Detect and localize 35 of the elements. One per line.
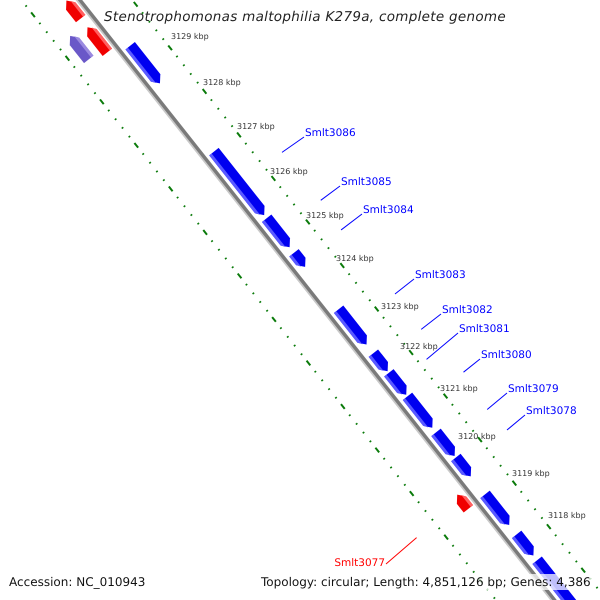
position-label: 3129 kbp	[171, 31, 209, 42]
leader-line	[506, 414, 526, 430]
leader-line	[394, 278, 414, 294]
position-label: 3121 kbp	[440, 383, 478, 394]
position-label: 3124 kbp	[336, 253, 374, 264]
gene-label: Smlt3083	[415, 269, 466, 281]
position-label: 3120 kbp	[458, 431, 496, 442]
position-label: 3127 kbp	[237, 121, 275, 132]
position-label: 3119 kbp	[512, 468, 550, 479]
gene-label: Smlt3081	[459, 323, 510, 335]
gene-label: Smlt3078	[526, 405, 577, 417]
gene-label: Smlt3080	[481, 349, 532, 361]
position-label: 3128 kbp	[203, 77, 241, 88]
position-label: 3125 kbp	[306, 210, 344, 221]
leader-line	[486, 392, 508, 410]
gene-label: Smlt3079	[508, 383, 559, 395]
position-label: 3122 kbp	[400, 341, 438, 352]
diagram-title: Stenotrophomonas maltophilia K279a, complete genome	[104, 9, 506, 25]
leader-line	[320, 186, 340, 201]
gene-label: Smlt3082	[442, 304, 493, 316]
leader-line	[282, 136, 304, 153]
footer-text: Accession: NC_010943	[9, 574, 146, 590]
leader-line	[340, 214, 362, 230]
leader-line	[420, 314, 442, 330]
footer-text: Topology: circular; Length: 4,851,126 bp; Genes: 4,386	[261, 574, 591, 590]
gene-label: Smlt3077	[334, 557, 385, 569]
position-label: 3123 kbp	[381, 301, 419, 312]
gene-label: Smlt3084	[363, 204, 414, 216]
gene-label: Smlt3085	[341, 176, 392, 188]
leader-line	[386, 537, 418, 564]
gene-label: Smlt3086	[305, 127, 356, 139]
position-label: 3118 kbp	[548, 510, 586, 521]
leader-line	[463, 358, 480, 373]
leader-line	[426, 332, 458, 360]
position-label: 3126 kbp	[270, 166, 308, 177]
